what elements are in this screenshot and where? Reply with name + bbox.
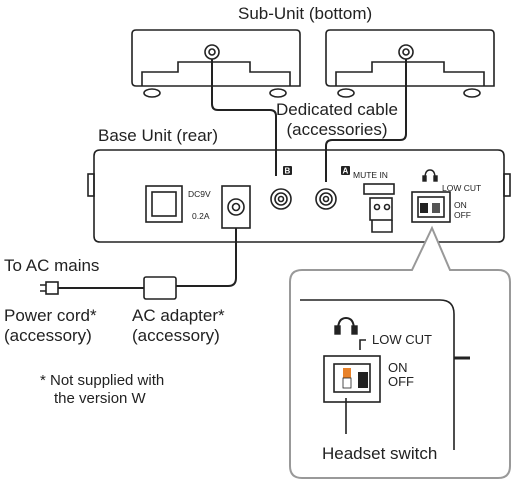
headphone-icon <box>334 169 438 335</box>
on-label: ON <box>454 200 467 210</box>
port-a-label: A <box>343 167 349 176</box>
sub-unit-label: Sub-Unit (bottom) <box>238 4 373 23</box>
ac-adapter-label-line1: AC adapter* <box>132 306 225 325</box>
sub-unit-left <box>131 29 301 98</box>
ac-adapter-label-line2: (accessory) <box>132 326 220 345</box>
dedicated-cable-label-line2: (accessories) <box>286 120 388 139</box>
ac-adapter <box>143 276 177 300</box>
switch-accent <box>343 368 351 378</box>
dedicated-cable-a <box>325 59 407 182</box>
off-label: OFF <box>454 210 471 220</box>
dedicated-cable-b <box>211 59 277 176</box>
zoom-off-label: OFF <box>388 374 414 389</box>
footnote-line1: * Not supplied with <box>40 372 165 389</box>
mute-in-label: MUTE IN <box>353 170 388 180</box>
ac-adapter-cable <box>176 228 237 287</box>
base-unit <box>87 149 511 243</box>
footnote-line2: the version W <box>54 390 146 407</box>
low-cut-label: LOW CUT <box>442 183 481 193</box>
zoom-low-cut-label: LOW CUT <box>372 332 432 347</box>
power-cord-label-line2: (accessory) <box>4 326 92 345</box>
sub-unit-right <box>325 29 495 98</box>
power-cord-label-line1: Power cord* <box>4 306 97 325</box>
zoom-on-label: ON <box>388 360 408 375</box>
zoom-callout <box>289 225 511 479</box>
dc-rating-line1: DC9V <box>188 189 211 199</box>
port-b-label: B <box>285 167 291 176</box>
to-ac-mains-label: To AC mains <box>4 256 100 275</box>
base-unit-label: Base Unit (rear) <box>98 126 218 145</box>
headset-switch-label: Headset switch <box>322 444 438 463</box>
dedicated-cable-label-line1: Dedicated cable <box>276 100 398 119</box>
dc-rating-line2: 0.2A <box>192 211 210 221</box>
